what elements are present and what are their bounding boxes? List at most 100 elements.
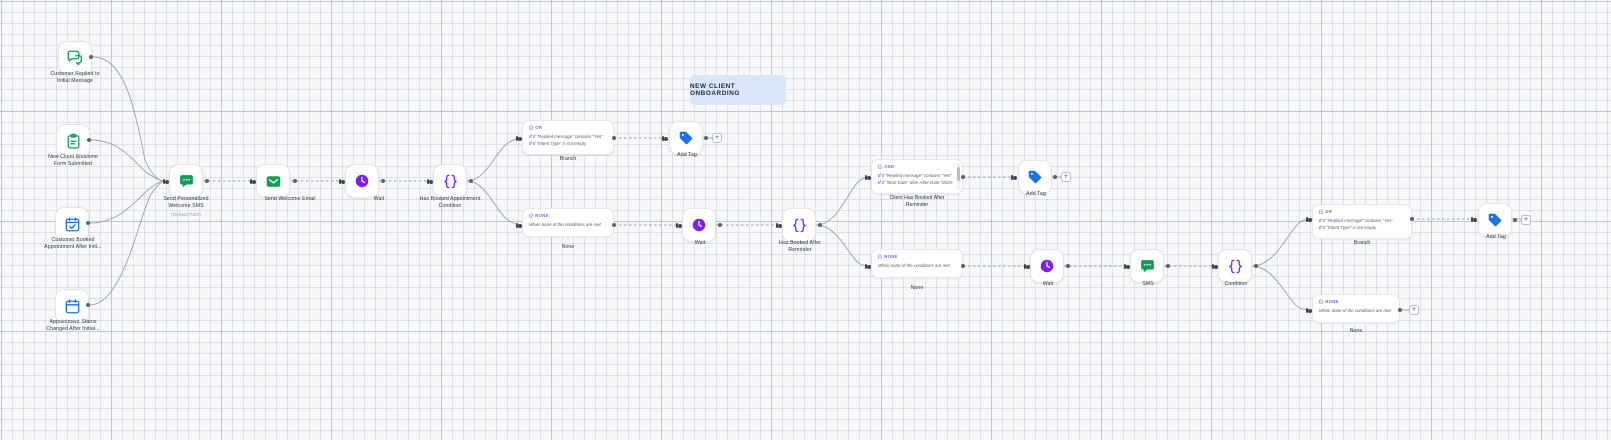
action-node-condition-3[interactable] [1218, 249, 1252, 283]
trigger-output-port[interactable] [89, 55, 93, 59]
condition-output-port[interactable] [1398, 308, 1402, 312]
action-node-send-personalized-welcome-sms[interactable] [169, 164, 203, 198]
chat-bubble-icon [67, 50, 83, 65]
tag-icon [1488, 213, 1502, 227]
condition-card-none-1[interactable]: {} NONE When none of the conditions are … [522, 208, 614, 237]
clipboard-check-icon [67, 133, 79, 149]
node-input-port[interactable] [1471, 217, 1477, 222]
braces-icon: {} [878, 254, 883, 259]
condition-card-none-2[interactable]: {} NONE When none of the conditions are … [871, 249, 963, 278]
condition-operator-badge: {} NONE [529, 213, 549, 218]
trigger-node-welcome-form[interactable] [56, 124, 90, 158]
action-node-add-tag-1[interactable] [669, 121, 703, 155]
node-label-send-welcome-email: Send Welcome Email [264, 196, 316, 202]
condition-output-port[interactable] [612, 136, 616, 140]
condition-card-branch-2[interactable]: {} OR If If "Replied message" contains "… [1312, 204, 1412, 239]
sms-icon [1140, 259, 1154, 272]
node-output-port[interactable] [293, 179, 297, 183]
condition-caption-branch-2: Branch [1353, 240, 1371, 246]
condition-card-scrollbar[interactable] [957, 163, 960, 190]
condition-row: If If "Replied message" contains "Yes" [878, 172, 952, 178]
trigger-node-appointment-status[interactable] [55, 289, 89, 323]
calendar-check-icon [65, 216, 79, 231]
condition-card-client-has-booked-after-reminder[interactable]: {} AND If If "Replied message" contains … [871, 159, 963, 194]
add-step-button[interactable]: + [1061, 172, 1071, 182]
action-node-sms-2[interactable] [1130, 249, 1164, 283]
action-node-has-booked-after-reminder[interactable] [782, 208, 816, 242]
node-input-port[interactable] [662, 136, 668, 141]
node-output-port[interactable] [205, 179, 209, 183]
email-icon [266, 175, 280, 187]
node-output-port[interactable] [1513, 218, 1517, 222]
node-label-wait-1: Wait [373, 196, 385, 202]
node-sublabel-default-path: (Default Path) [171, 211, 201, 217]
condition-row: When none of the conditions are met [878, 262, 950, 268]
node-output-port[interactable] [1166, 264, 1170, 268]
condition-caption-client-has-booked-after-reminder: Client Has Booked After Reminder [889, 195, 945, 209]
node-output-port[interactable] [1254, 264, 1258, 268]
condition-output-port[interactable] [612, 223, 616, 227]
condition-card-none-3[interactable]: {} NONE When none of the conditions are … [1312, 294, 1400, 323]
braces-icon: {} [1319, 299, 1324, 304]
calendar-icon [65, 298, 79, 313]
condition-braces-icon [1228, 259, 1242, 273]
tag-icon [679, 131, 693, 145]
condition-braces-icon [443, 174, 457, 188]
condition-operator-badge: {} NONE [878, 254, 898, 259]
node-input-port[interactable] [1011, 175, 1017, 180]
condition-row: If If "Replied message" contains "Yes" [529, 133, 603, 139]
clock-icon [1040, 259, 1054, 273]
action-node-wait-3[interactable] [1030, 249, 1064, 283]
trigger-output-port[interactable] [87, 138, 91, 142]
action-node-wait-1[interactable] [345, 164, 379, 198]
condition-caption-none-2: None [910, 285, 924, 291]
condition-output-port[interactable] [961, 264, 965, 268]
trigger-output-port[interactable] [86, 221, 90, 225]
node-label-has-booked-after-reminder: Has Booked After Reminder [779, 240, 821, 254]
clock-icon [355, 174, 369, 188]
action-node-add-tag-3[interactable] [1478, 203, 1512, 237]
sms-icon [179, 174, 193, 187]
workflow-title-chip: NEW CLIENT ONBOARDING [690, 75, 786, 105]
braces-icon: {} [529, 213, 534, 218]
trigger-output-port[interactable] [86, 303, 90, 307]
add-step-button[interactable]: + [1521, 215, 1531, 225]
condition-braces-icon [792, 218, 806, 232]
trigger-node-customer-replied[interactable] [58, 41, 92, 75]
condition-row: When none of the conditions are met [529, 221, 601, 227]
condition-caption-none-3: None [1349, 328, 1363, 334]
trigger-node-booked-appointment[interactable] [55, 207, 89, 241]
condition-operator-badge: {} OR [529, 125, 543, 130]
condition-row: If If "Start Date" after After Date "202… [878, 180, 954, 185]
clock-icon [692, 218, 706, 232]
node-output-port[interactable] [381, 179, 385, 183]
braces-icon: {} [1319, 209, 1324, 214]
condition-caption-none-1: None [561, 244, 575, 250]
condition-row: If If "Replied message" contains "Yes" [1319, 217, 1393, 223]
node-output-port[interactable] [818, 223, 822, 227]
node-output-port[interactable] [1053, 175, 1057, 179]
condition-card-branch-1[interactable]: {} OR If If "Replied message" contains "… [522, 120, 614, 155]
add-step-button[interactable]: + [712, 133, 722, 143]
condition-row: If If "Intent Type" is not empty [529, 141, 587, 146]
condition-row: When none of the conditions are met [1319, 307, 1391, 313]
tag-icon [1028, 170, 1042, 184]
node-label-send-personalized-welcome-sms: Send Personalized Welcome SMS(Default Pa… [134, 196, 238, 218]
action-node-wait-2[interactable] [682, 208, 716, 242]
node-output-port[interactable] [1066, 264, 1070, 268]
action-node-add-tag-2[interactable] [1018, 160, 1052, 194]
condition-output-port[interactable] [1410, 217, 1414, 221]
node-output-port[interactable] [718, 223, 722, 227]
condition-operator-badge: {} NONE [1319, 299, 1339, 304]
condition-output-port[interactable] [961, 175, 965, 179]
condition-row: If If "Intent Type" is not empty [1319, 225, 1377, 230]
condition-operator-badge: {} OR [1319, 209, 1333, 214]
action-node-has-booked-appointment-condition[interactable] [433, 164, 467, 198]
action-node-send-welcome-email[interactable] [256, 164, 290, 198]
braces-icon: {} [529, 125, 534, 130]
add-step-button[interactable]: + [1409, 305, 1419, 315]
node-output-port[interactable] [469, 179, 473, 183]
node-label-has-booked-appointment-condition: Has Booked Appointment Condition [419, 196, 481, 210]
node-output-port[interactable] [704, 136, 708, 140]
